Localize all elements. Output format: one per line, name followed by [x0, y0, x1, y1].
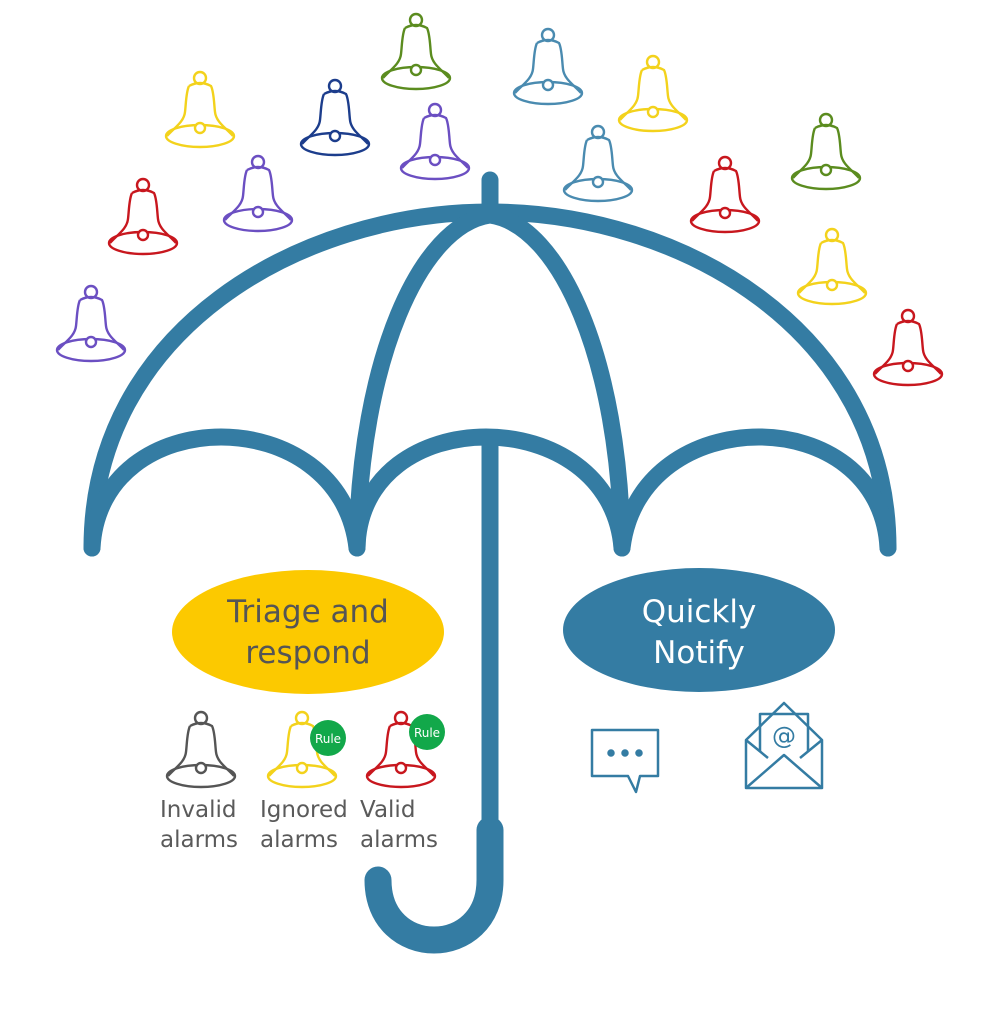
rule-badge: Rule [310, 720, 346, 756]
alarm-bell-icon [55, 284, 127, 363]
legend-label: Valid alarms [360, 795, 438, 855]
alarm-bell-icon [689, 155, 761, 234]
umbrella-handle [364, 816, 504, 954]
alarm-bell-icon [796, 227, 868, 306]
alarm-bell-icon [512, 27, 584, 106]
legend-label-line1: Ignored [260, 797, 348, 823]
rule-badge: Rule [409, 714, 445, 750]
legend-label: Ignored alarms [260, 795, 348, 855]
alarm-bell-icon [380, 12, 452, 91]
alarm-bell-icon [222, 154, 294, 233]
alarm-bell-icon [872, 308, 944, 387]
legend-label-line1: Valid [360, 797, 416, 823]
triage-line2: respond [245, 635, 370, 671]
legend-label-line2: alarms [360, 827, 439, 853]
legend-label-line1: Invalid [160, 797, 237, 823]
umbrella-icon [83, 171, 897, 954]
legend-label-line2: alarms [160, 827, 239, 853]
alarm-bell-icon [790, 112, 862, 191]
umbrella-ribs [348, 206, 631, 557]
triage-line1: Triage and [226, 594, 389, 630]
email-envelope-icon: @ [744, 701, 824, 790]
notify-line2: Notify [653, 635, 745, 671]
svg-text:Rule: Rule [414, 726, 440, 740]
legend-label-line2: alarms [260, 827, 339, 853]
svg-text:Rule: Rule [315, 732, 341, 746]
alarm-bell-icon [107, 177, 179, 256]
alarm-bell-icon [399, 102, 471, 181]
alarm-bell-icon [617, 54, 689, 133]
triage-pill: Triage and respond [172, 570, 444, 694]
legend-bell-icon [165, 710, 237, 789]
alarm-bell-icon [164, 70, 236, 149]
notify-line1: Quickly [642, 594, 757, 630]
legend-label: Invalid alarms [160, 795, 238, 855]
svg-text:@: @ [772, 722, 796, 750]
chat-bubble-icon [590, 728, 660, 794]
alarm-bell-icon [299, 78, 371, 157]
notify-pill: Quickly Notify [563, 568, 835, 692]
alarm-bell-icon [562, 124, 634, 203]
